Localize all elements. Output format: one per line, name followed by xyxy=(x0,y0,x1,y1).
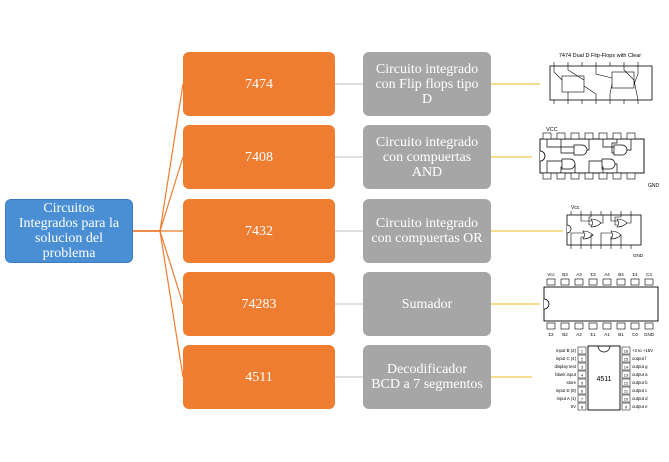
desc-node-74283: Sumador xyxy=(363,272,491,336)
svg-text:B2: B2 xyxy=(562,332,568,337)
chip-node-4511: 4511 xyxy=(183,345,335,409)
desc-node-7408: Circuito integrado con compuertas AND xyxy=(363,125,491,189)
svg-text:14: 14 xyxy=(624,365,629,370)
ic-footer: GND xyxy=(648,183,660,189)
chip-label: 7474 xyxy=(245,76,273,92)
desc-label: Circuito integrado con compuertas OR xyxy=(371,216,483,246)
pin-left-label: input D (8) xyxy=(556,388,577,393)
ic-footer: GND xyxy=(633,253,644,258)
ic-diagram-74283: Vcc B3 A3 Σ3 A4 B4 Σ4 C4 Σ2 B2 A2 Σ1 A1 B1 C0 GND xyxy=(540,270,664,338)
pin-right-label: output b xyxy=(632,380,648,385)
svg-text:11: 11 xyxy=(624,389,629,394)
svg-text:Σ4: Σ4 xyxy=(632,272,638,277)
pin-left-label: input A (1) xyxy=(557,396,577,401)
svg-text:A2: A2 xyxy=(576,332,582,337)
svg-text:12: 12 xyxy=(624,381,629,386)
svg-text:6: 6 xyxy=(581,389,584,394)
chip-node-7408: 7408 xyxy=(183,125,335,189)
connector-root-4511 xyxy=(133,230,184,378)
desc-node-7474: Circuito integrado con Flip flops tipo D xyxy=(363,52,491,116)
ic-diagram-7432: Vcc GND xyxy=(563,203,649,259)
desc-label: Circuito integrado con compuertas AND xyxy=(375,134,479,180)
pin-left-label: store xyxy=(566,380,576,385)
connector-root-7474 xyxy=(133,83,184,232)
pin-left-label: input B (2) xyxy=(556,348,576,353)
svg-text:16: 16 xyxy=(624,349,629,354)
root-label: Circuitos Integrados para la solucion de… xyxy=(18,201,120,261)
pin-right-label: +3 to +15V xyxy=(632,348,653,353)
pin-right-label: output f xyxy=(632,356,647,361)
svg-text:A1: A1 xyxy=(604,332,610,337)
svg-text:13: 13 xyxy=(624,373,629,378)
chip-label: 7432 xyxy=(245,223,273,239)
pin-left-label: display test xyxy=(555,364,577,369)
pin-right-label: output g xyxy=(632,364,648,369)
chip-node-7474: 7474 xyxy=(183,52,335,116)
pin-right-label: output a xyxy=(632,372,648,377)
svg-text:A3: A3 xyxy=(576,272,582,277)
svg-text:B1: B1 xyxy=(618,332,624,337)
svg-text:7: 7 xyxy=(581,397,584,402)
desc-label: Decodificador BCD a 7 segmentos xyxy=(371,362,483,392)
svg-text:Vcc: Vcc xyxy=(547,272,555,277)
svg-text:3: 3 xyxy=(581,365,584,370)
desc-label: Sumador xyxy=(401,296,453,312)
pin-right-label: output e xyxy=(632,404,648,409)
svg-text:C0: C0 xyxy=(632,332,638,337)
ic-pinout-4511: input B (2) input C (4) display test bla… xyxy=(532,344,664,412)
root-node: Circuitos Integrados para la solucion de… xyxy=(5,199,133,263)
svg-text:4: 4 xyxy=(581,373,584,378)
svg-text:5: 5 xyxy=(581,381,584,386)
chip-node-74283: 74283 xyxy=(183,272,335,336)
svg-text:1: 1 xyxy=(581,349,584,354)
svg-text:2: 2 xyxy=(581,357,584,362)
ic-caption: Vcc xyxy=(571,205,580,211)
svg-text:A4: A4 xyxy=(604,272,610,277)
svg-text:B3: B3 xyxy=(562,272,568,277)
desc-node-7432: Circuito integrado con compuertas OR xyxy=(363,199,491,263)
ic-diagram-7474: 7474 Dual D Flip-Flops with Clear xyxy=(540,50,660,108)
svg-text:Σ2: Σ2 xyxy=(548,332,554,337)
connector-root-7408 xyxy=(133,156,184,232)
desc-node-4511: Decodificador BCD a 7 segmentos xyxy=(363,345,491,409)
svg-text:GND: GND xyxy=(644,332,655,337)
svg-text:Σ1: Σ1 xyxy=(590,332,596,337)
svg-text:15: 15 xyxy=(624,357,629,362)
ic-diagram-7408: VCC GND xyxy=(532,125,662,189)
chip-node-7432: 7432 xyxy=(183,199,335,263)
ic-caption: VCC xyxy=(546,127,558,133)
svg-text:10: 10 xyxy=(624,397,629,402)
chip-label: 4511 xyxy=(245,369,273,385)
desc-label: Circuito integrado con Flip flops tipo D xyxy=(375,61,479,107)
chip-label: 74283 xyxy=(241,296,277,312)
svg-text:8: 8 xyxy=(581,405,584,410)
pin-right-label: output d xyxy=(632,396,648,401)
svg-text:9: 9 xyxy=(625,405,628,410)
svg-text:C4: C4 xyxy=(646,272,652,277)
pin-left-label: 0V xyxy=(571,404,576,409)
ic-label: 4511 xyxy=(596,376,611,383)
ic-caption: 7474 Dual D Flip-Flops with Clear xyxy=(559,53,641,59)
pin-left-label: blank input xyxy=(555,372,577,377)
chip-label: 7408 xyxy=(245,149,273,165)
pin-left-label: input C (4) xyxy=(556,356,577,361)
connector-root-74283 xyxy=(133,230,184,305)
pin-right-label: output c xyxy=(632,388,648,393)
svg-text:B4: B4 xyxy=(618,272,624,277)
svg-text:Σ3: Σ3 xyxy=(590,272,596,277)
